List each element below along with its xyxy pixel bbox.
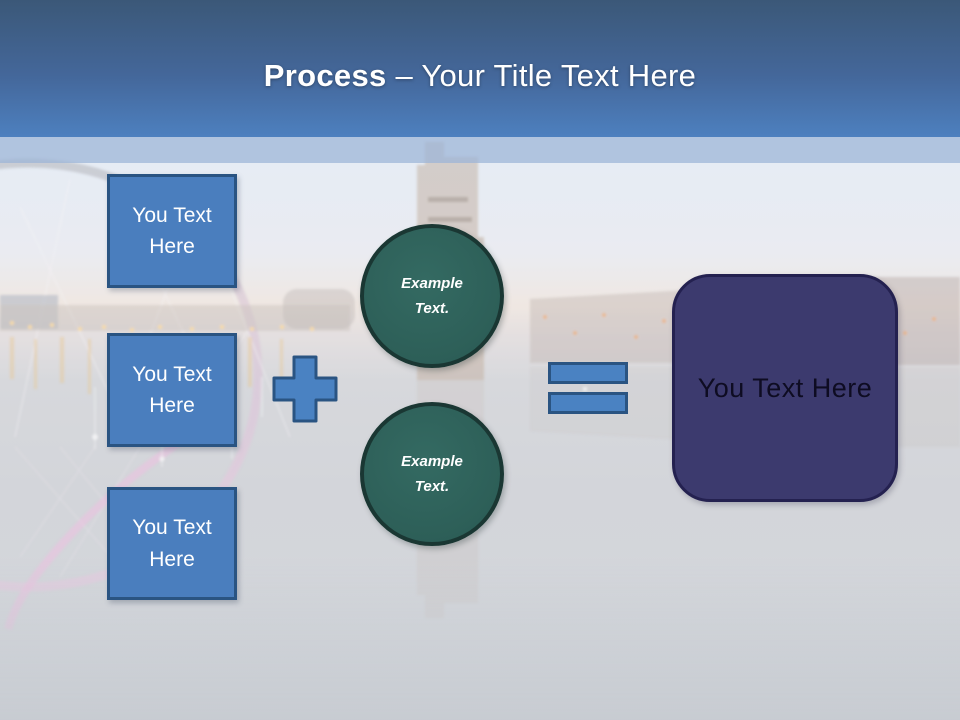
slide-title-bold: Process (263, 57, 387, 93)
process-box-2-label: You Text Here (132, 362, 212, 418)
process-box-1: You Text Here (107, 174, 237, 288)
example-circle-1: Example Text. (360, 224, 504, 368)
header-underline-band (0, 137, 960, 163)
example-circle-2-label: Example Text. (401, 452, 463, 496)
equals-icon-bottom-bar (548, 392, 628, 414)
slide-title: Process – Your Title Text Here (264, 58, 696, 94)
process-box-2: You Text Here (107, 333, 237, 447)
process-box-3: You Text Here (107, 487, 237, 600)
result-box-label: You Text Here (697, 372, 873, 403)
example-circle-2: Example Text. (360, 402, 504, 546)
slide-title-rest: – Your Title Text Here (395, 57, 697, 93)
title-bar: Process – Your Title Text Here (0, 0, 960, 137)
process-box-3-label: You Text Here (132, 516, 212, 571)
process-box-1-label: You Text Here (132, 203, 212, 259)
plus-icon (272, 355, 338, 423)
result-box: You Text Here (672, 274, 898, 502)
example-circle-1-label: Example Text. (401, 274, 463, 318)
equals-icon-top-bar (548, 362, 628, 384)
